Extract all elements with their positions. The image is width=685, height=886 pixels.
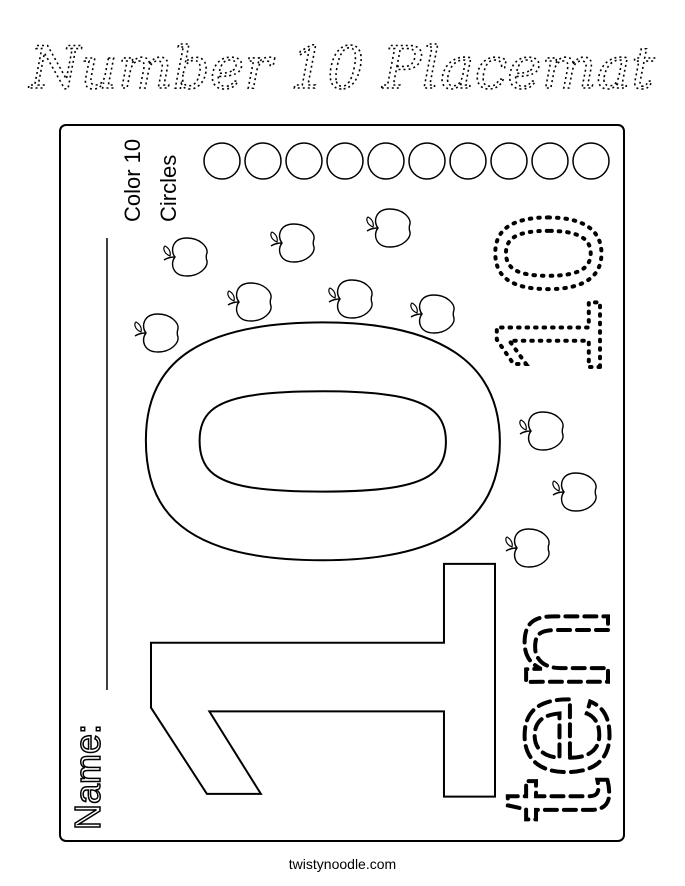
apple-icon[interactable]: [410, 294, 455, 334]
footer-credit: twistynoodle.com: [288, 856, 397, 872]
coloring-circle[interactable]: [531, 142, 569, 180]
coloring-circles: [203, 142, 610, 180]
big-numeral-group: 10: [41, 321, 602, 829]
coloring-circle[interactable]: [203, 142, 241, 180]
placemat-border: [59, 124, 625, 842]
coloring-circle[interactable]: [408, 142, 446, 180]
page-title: Number 10 Placemat: [28, 34, 655, 102]
name-section: Name:: [66, 723, 109, 831]
dotted-numeral-group: 10: [462, 210, 634, 381]
coloring-circle[interactable]: [244, 142, 282, 180]
apple-icon[interactable]: [328, 279, 373, 319]
color-instruction-line2: Circles: [156, 155, 181, 222]
apple-icon[interactable]: [505, 528, 550, 568]
coloring-circle[interactable]: [490, 142, 528, 180]
number-word-group: ten: [466, 604, 643, 823]
apple-icon[interactable]: [366, 208, 411, 248]
name-label: Name:: [67, 724, 108, 830]
color-instruction: Color 10: [120, 139, 145, 222]
placemat: Color 10 Circles Name: 10 10 ten: [41, 124, 643, 842]
coloring-circle[interactable]: [449, 142, 487, 180]
title-graphic: Number 10 Placemat: [27, 33, 656, 103]
apple-icon[interactable]: [134, 313, 179, 353]
coloring-circle[interactable]: [326, 142, 364, 180]
apple-icon[interactable]: [519, 411, 564, 451]
coloring-circle[interactable]: [367, 142, 405, 180]
color-instruction-line1: Color 10: [120, 139, 145, 222]
number-word: ten: [468, 606, 641, 821]
apple-icon[interactable]: [552, 472, 597, 512]
color-instruction-2: Circles: [156, 155, 181, 222]
dotted-numeral: 10: [464, 212, 632, 379]
coloring-circle[interactable]: [285, 142, 323, 180]
apple-icon[interactable]: [163, 237, 208, 277]
big-numeral: 10: [42, 322, 601, 828]
apple-icon[interactable]: [270, 223, 315, 263]
apple-icon[interactable]: [227, 282, 272, 322]
coloring-circle[interactable]: [572, 142, 610, 180]
apples: [134, 208, 597, 568]
